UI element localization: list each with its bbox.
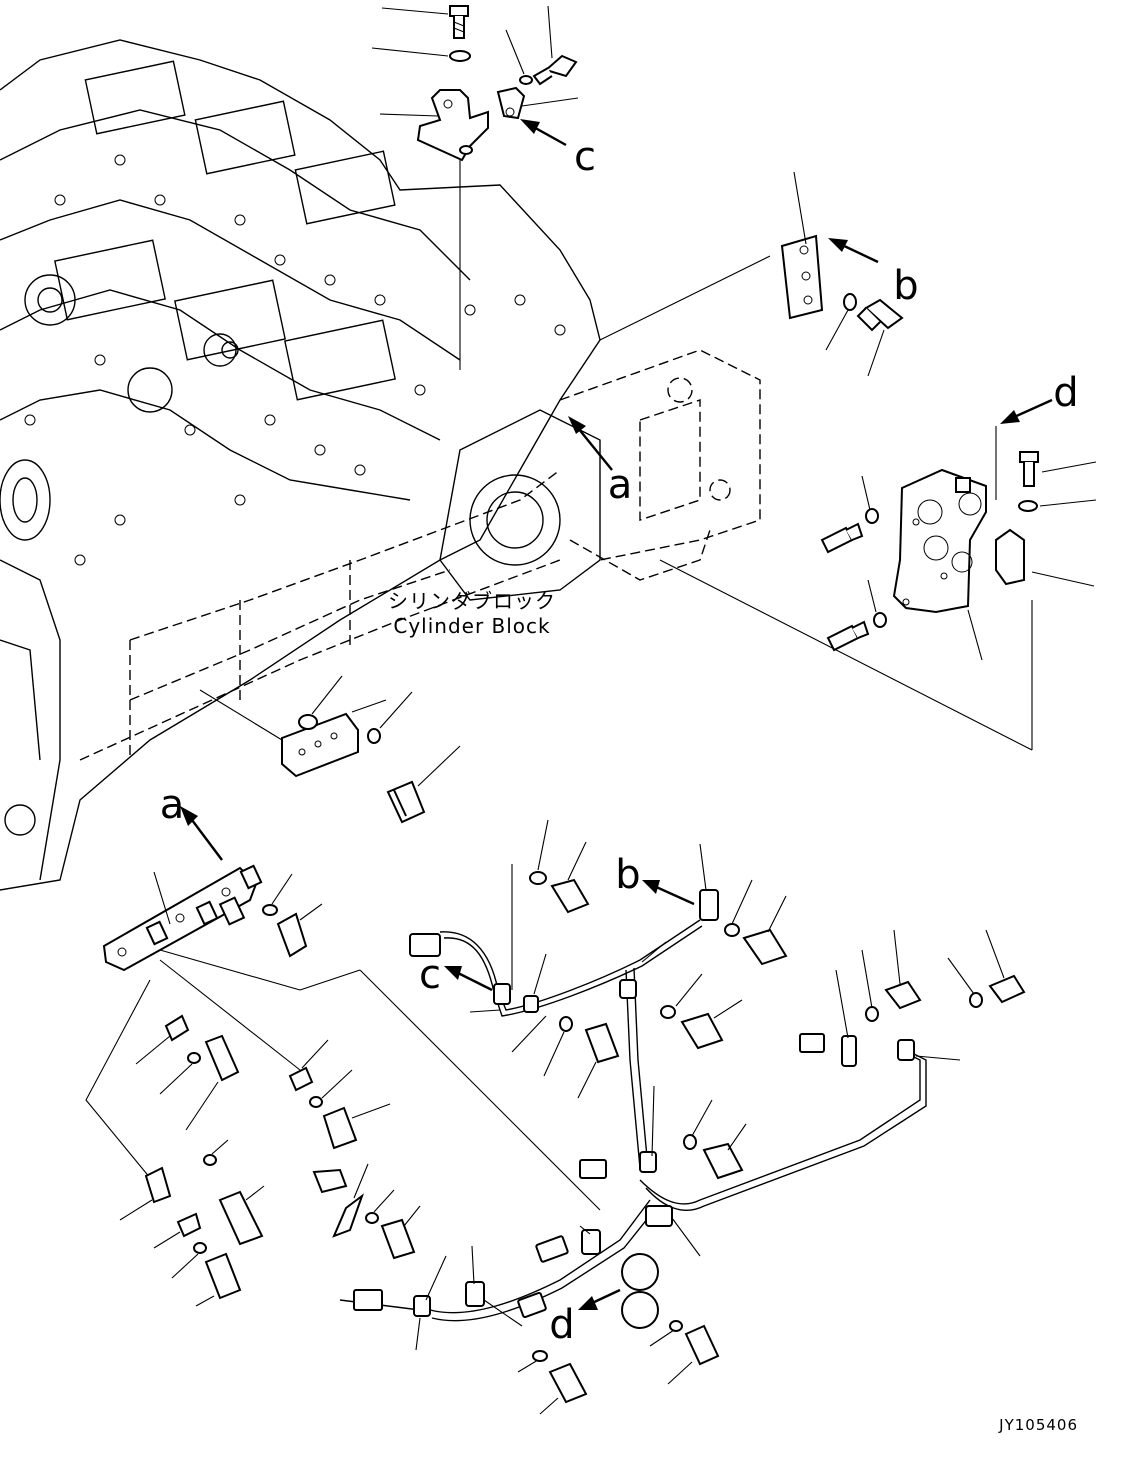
wiring-harness — [312, 889, 927, 1329]
callout-a-top-arrow — [568, 416, 613, 471]
callout-d-lower: d — [549, 1302, 574, 1348]
callout-a-top: a — [608, 462, 633, 508]
harness-bolts-and-leaders — [353, 819, 1026, 1415]
right-plate-d-assembly — [659, 398, 1097, 751]
left-harness-bracket — [102, 806, 601, 1211]
left-lower-clips — [85, 959, 391, 1307]
callout-d-top: d — [1053, 370, 1078, 416]
callout-a-left: a — [160, 782, 185, 828]
callout-b-top: b — [893, 263, 918, 309]
callout-c-lower: c — [419, 952, 441, 998]
right-bracket-b-assembly — [599, 171, 904, 377]
engine-block-drawing — [0, 39, 761, 891]
engine-studs — [24, 154, 566, 566]
block-label-japanese: シリンダブロック — [388, 589, 556, 613]
drawing-number: JY105406 — [998, 1416, 1078, 1434]
callout-b-lower: b — [615, 852, 640, 898]
callout-c-top: c — [574, 134, 596, 180]
middle-bracket-assembly — [199, 675, 461, 824]
top-bracket-assembly — [371, 5, 579, 370]
block-label-english: Cylinder Block — [393, 614, 550, 638]
